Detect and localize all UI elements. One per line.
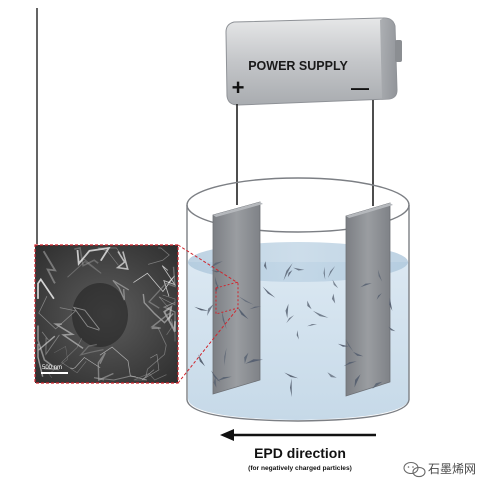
particle-cloud — [194, 261, 396, 397]
particle — [207, 304, 214, 316]
particle — [214, 276, 220, 290]
sem-wrinkle — [158, 294, 176, 309]
sem-wrinkle — [148, 266, 176, 309]
sem-wrinkle — [37, 325, 60, 371]
particle — [389, 297, 393, 311]
particle — [360, 283, 372, 288]
sem-wrinkle — [42, 250, 57, 284]
particle — [345, 339, 354, 352]
particle — [287, 270, 293, 278]
cathode-electrode — [345, 202, 393, 397]
sem-wrinkle — [37, 335, 56, 377]
particle — [388, 326, 396, 332]
particle — [327, 266, 336, 278]
particle — [296, 330, 299, 340]
particle — [377, 269, 383, 282]
particle — [238, 296, 254, 305]
particle — [293, 267, 305, 271]
sem-wrinkle — [37, 277, 55, 300]
particle — [198, 354, 205, 367]
sem-texture — [37, 246, 177, 382]
particle — [331, 293, 336, 304]
particle — [237, 307, 249, 320]
epd-direction-title: EPD direction — [254, 445, 346, 461]
particle — [354, 374, 361, 388]
sem-wrinkle — [150, 312, 172, 330]
positive-terminal-sign: + — [232, 75, 245, 100]
particle — [337, 343, 349, 347]
particle — [224, 347, 227, 366]
sem-wrinkle — [166, 319, 176, 342]
sem-wrinkle — [112, 279, 130, 301]
particle — [323, 266, 326, 280]
particle — [244, 352, 249, 364]
sem-wrinkle — [72, 306, 100, 331]
sem-wrinkle — [145, 327, 167, 378]
particle — [327, 372, 337, 378]
particle — [210, 261, 223, 269]
particle — [290, 378, 292, 397]
negative-terminal-sign: — — [351, 78, 369, 98]
sem-wrinkle — [48, 345, 68, 378]
particle — [216, 376, 232, 382]
sem-wrinkle — [79, 343, 104, 356]
sem-pore — [72, 283, 128, 347]
sem-scale-label: 500 nm — [42, 365, 62, 371]
sem-wrinkle — [133, 272, 175, 293]
sem-wrinkle — [133, 372, 167, 381]
anode-electrode — [212, 201, 263, 395]
particle — [211, 270, 222, 273]
sem-wrinkle — [142, 293, 174, 324]
sem-wrinkle — [53, 323, 84, 350]
particle — [262, 286, 276, 298]
sem-wrinkle — [38, 296, 77, 330]
particle — [307, 324, 317, 327]
sem-wrinkle — [97, 352, 114, 382]
particle — [376, 293, 382, 300]
inset-connector-top — [177, 244, 239, 284]
particle — [372, 381, 383, 389]
particle — [245, 359, 263, 364]
particle — [312, 310, 329, 318]
sem-wrinkle — [74, 247, 99, 267]
watermark-text: 石墨烯网 — [428, 462, 476, 476]
sem-wrinkle — [147, 247, 170, 265]
particle — [286, 315, 294, 324]
particle — [285, 303, 289, 319]
particle — [307, 300, 312, 310]
particle — [343, 361, 357, 367]
particle — [283, 263, 293, 281]
sem-wrinkle — [41, 331, 60, 356]
sem-wrinkle — [61, 338, 87, 374]
sem-wrinkle — [70, 357, 101, 369]
particle — [249, 306, 261, 310]
sem-wrinkle — [76, 246, 111, 267]
particle — [284, 372, 299, 379]
sem-wrinkle — [97, 247, 121, 266]
particle — [194, 306, 209, 311]
sem-inset: 500 nm — [34, 244, 179, 384]
inset-connector-bottom — [177, 307, 239, 384]
particle — [213, 377, 217, 388]
particle — [332, 279, 339, 289]
particle — [211, 370, 221, 383]
sem-wrinkle — [93, 375, 136, 381]
particle — [352, 351, 364, 357]
power-supply-label: POWER SUPPLY — [248, 59, 348, 73]
sem-wrinkle — [163, 305, 176, 333]
sem-wrinkle — [115, 251, 129, 270]
power-supply: POWER SUPPLY + — — [225, 17, 402, 106]
particle — [263, 261, 267, 270]
epd-direction-arrow — [220, 429, 376, 441]
watermark: 石墨烯网 — [403, 461, 476, 478]
wechat-icon — [403, 461, 426, 478]
epd-direction-subtitle: (for negatively charged particles) — [248, 465, 352, 472]
